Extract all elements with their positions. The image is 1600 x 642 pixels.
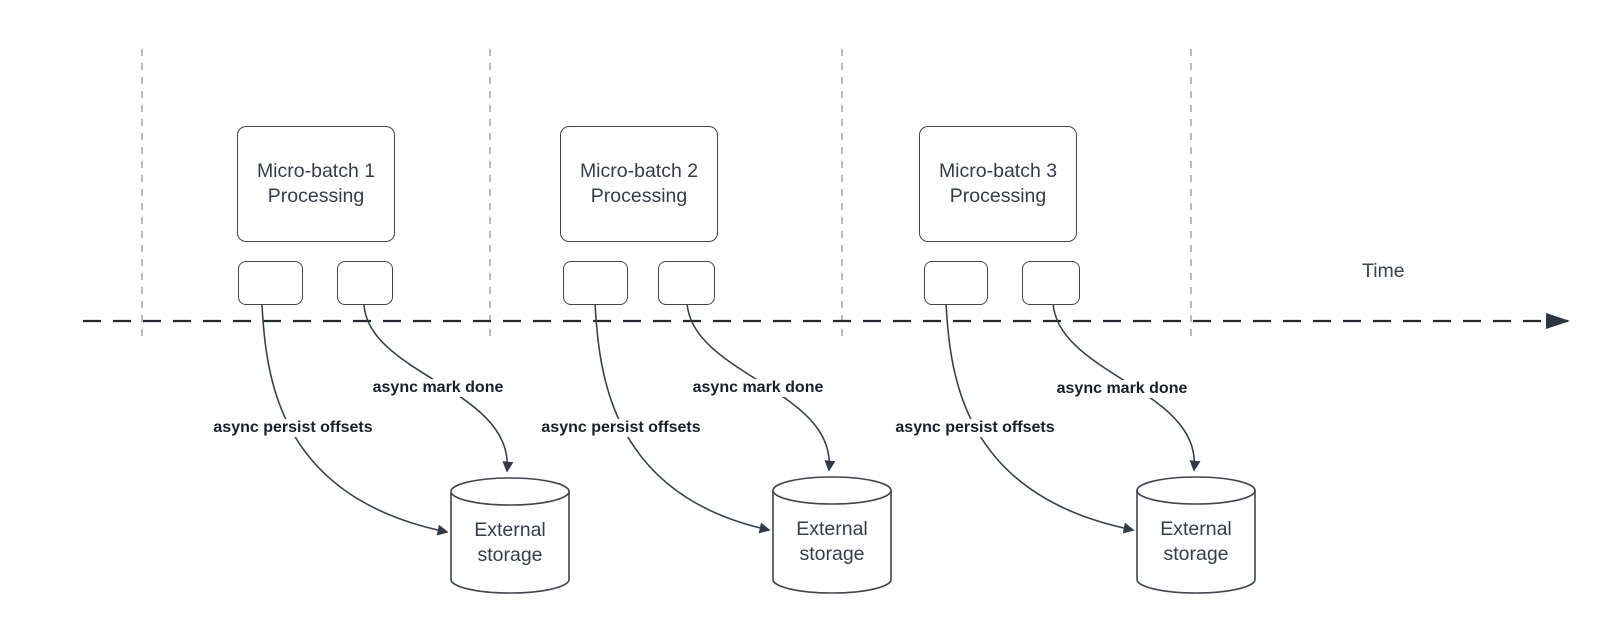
- persist-offsets-label-2: async persist offsets: [539, 419, 703, 437]
- external-storage-label-2: External storage: [796, 518, 868, 565]
- external-storage-label-1: External storage: [474, 519, 546, 566]
- external-storage-cylinder-3: [1136, 476, 1256, 594]
- persist-offsets-label-1: async persist offsets: [211, 419, 375, 437]
- microbatch-2-title: Micro-batch 2 Processing: [579, 160, 699, 207]
- external-storage-cylinder-1: [450, 477, 570, 594]
- persist-offsets-label-3: async persist offsets: [893, 419, 1057, 437]
- done-box-2: [658, 261, 715, 305]
- done-box-1: [337, 261, 393, 305]
- time-axis-label: Time: [1362, 260, 1405, 282]
- persist-offsets-arrow-3: [945, 302, 1135, 534]
- microbatch-1-title: Micro-batch 1 Processing: [256, 160, 376, 207]
- offset-box-3: [924, 261, 988, 305]
- microbatch-2-processing-box: Micro-batch 2 Processing: [560, 126, 718, 242]
- microbatch-3-title: Micro-batch 3 Processing: [938, 160, 1058, 207]
- external-storage-cylinder-2: [772, 476, 892, 594]
- persist-offsets-arrow-2: [594, 302, 771, 534]
- mark-done-label-3: async mark done: [1054, 380, 1190, 398]
- offset-box-1: [238, 261, 303, 305]
- done-box-3: [1022, 261, 1080, 305]
- offset-box-2: [563, 261, 628, 305]
- mark-done-label-1: async mark done: [370, 379, 506, 397]
- external-storage-label-3: External storage: [1160, 518, 1232, 565]
- microbatch-3-processing-box: Micro-batch 3 Processing: [919, 126, 1077, 242]
- microbatch-1-processing-box: Micro-batch 1 Processing: [237, 126, 395, 242]
- mark-done-label-2: async mark done: [690, 379, 826, 397]
